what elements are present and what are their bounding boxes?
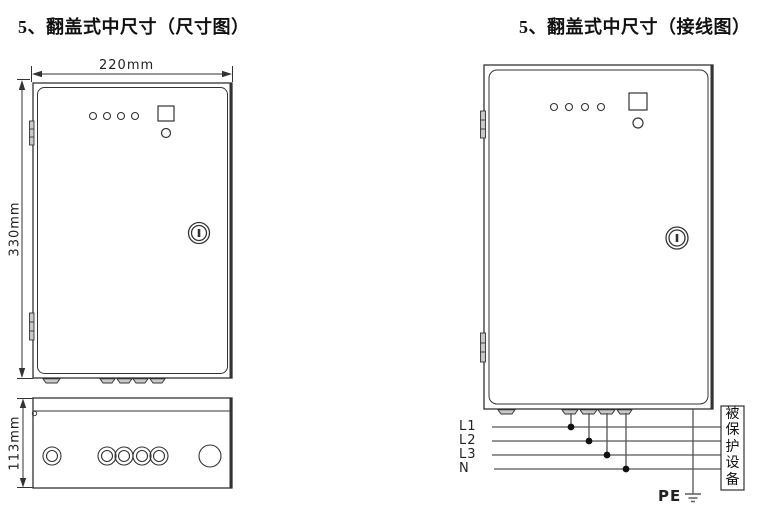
hinge-top [480,110,486,139]
bottom-view-outline [32,397,233,489]
hinge-knuckle-icon [31,410,38,417]
width-dimension-label: 220mm [99,58,155,73]
led-icon [596,102,606,112]
bottom-gland-bosses [497,409,633,415]
cable-gland-row [42,444,222,468]
arrowhead-up-icon [18,80,26,90]
width-dimension [31,66,233,82]
earth-ground-icon [685,493,701,503]
test-button-icon [160,127,172,139]
wire-label-L2: L2 [459,433,477,448]
wiring-lines [492,409,721,503]
hinge-top [29,120,35,146]
bottom-view-cabinet [31,397,233,489]
display-window [628,92,648,111]
indicator-led-row [88,111,140,121]
cabinet-outline [483,64,714,410]
led-icon [564,102,574,112]
wire-label-L1: L1 [459,419,477,434]
left-diagram-title: 5、翻盖式中尺寸（尺寸图） [18,17,250,37]
led-icon [116,111,126,121]
height-dimension-label: 330mm [7,201,23,257]
arrowhead-down-icon [18,368,26,378]
protected-device-box [720,405,745,491]
junction-dot-N [622,465,630,473]
led-icon [130,111,140,121]
door-lock-icon [187,221,211,245]
cabinet-door-panel [37,87,228,374]
junction-dot-L2 [585,437,593,445]
wiring-view [480,64,745,503]
junction-dot-L1 [567,423,575,431]
hinge-bottom [480,332,486,363]
cabinet-door-panel [488,69,709,405]
led-icon [580,102,590,112]
display-window [157,105,175,122]
arrowhead-left-icon [32,70,42,78]
bottom-gland-bosses [42,378,166,384]
right-diagram-title: 5、翻盖式中尺寸（接线图） [519,17,751,37]
front-view-cabinet [29,82,233,384]
led-icon [88,111,98,121]
dimension-view [17,66,233,489]
wire-label-N: N [459,461,470,476]
height-dimension [17,79,33,379]
led-icon [549,102,559,112]
protected-device-label: 被保护设备 [725,407,740,488]
depth-dimension-label: 113mm [7,415,23,471]
arrowhead-down-icon [19,478,27,488]
front-view-cabinet [480,64,714,415]
arrowhead-up-icon [19,398,27,408]
test-button-icon [632,117,644,129]
knockout-hole-icon [198,444,222,468]
depth-dimension [17,398,33,488]
wire-label-L3: L3 [459,447,477,462]
arrowhead-right-icon [222,70,232,78]
led-icon [102,111,112,121]
pe-label: PE [658,487,682,505]
cabinet-outline [32,82,233,379]
hinge-bottom [29,312,35,341]
junction-dot-L3 [603,451,611,459]
indicator-led-row [549,102,606,112]
door-lock-icon [665,226,689,250]
junction-dots [567,423,630,473]
